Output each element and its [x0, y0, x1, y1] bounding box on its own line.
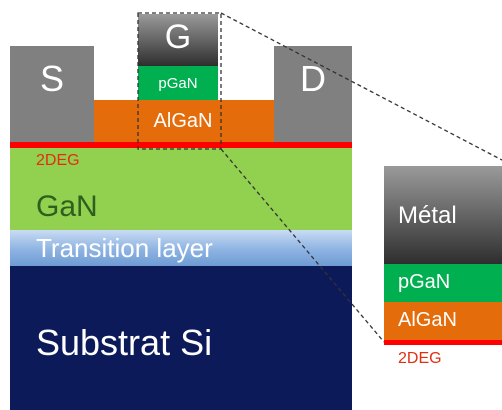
twodeg-label: 2DEG: [36, 152, 80, 169]
pgan-layer: [138, 66, 218, 100]
zoom-selection-box: [137, 12, 222, 150]
substrate-layer: [10, 266, 352, 410]
source-label: S: [39, 58, 64, 99]
algan-label: AlGaN: [153, 110, 213, 132]
twodeg-line: [10, 142, 352, 148]
drain-label: D: [300, 58, 326, 99]
algan-layer: [94, 100, 274, 142]
pgan-label: pGaN: [158, 75, 198, 92]
gate-label: G: [164, 18, 192, 56]
zoom-metal-label: Métal: [398, 202, 457, 229]
zoom-pgan: [384, 264, 502, 302]
substrate-label: Substrat Si: [36, 322, 213, 363]
zoom-twodeg-label: 2DEG: [398, 350, 442, 367]
gan-label: GaN: [36, 190, 98, 223]
zoom-guide-upper: [220, 12, 502, 161]
gan-layer: [10, 148, 352, 230]
drain-contact: [274, 46, 352, 142]
source-contact: [10, 46, 94, 142]
zoom-twodeg-line: [384, 340, 502, 345]
zoom-metal: [384, 166, 502, 264]
zoom-pgan-label: pGaN: [398, 271, 451, 293]
zoom-guide-lower: [220, 148, 385, 343]
zoom-algan: [384, 302, 502, 340]
transition-label: Transition layer: [36, 233, 213, 263]
gate-metal: [138, 14, 218, 66]
zoom-algan-label: AlGaN: [398, 309, 457, 331]
